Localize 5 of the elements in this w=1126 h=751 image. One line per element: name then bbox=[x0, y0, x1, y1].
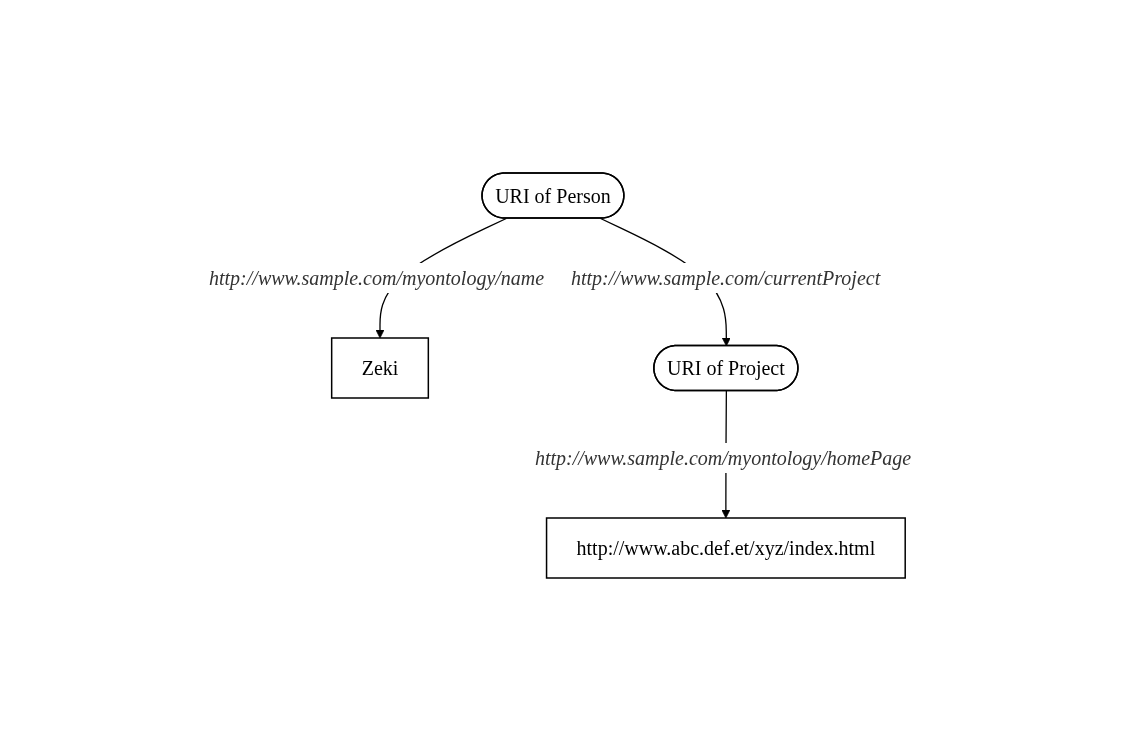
edge-label: http://www.sample.com/myontology/name bbox=[209, 267, 545, 289]
node-box: Zeki bbox=[331, 337, 430, 399]
node-box: http://www.abc.def.et/xyz/index.html bbox=[545, 517, 906, 579]
edge-label: http://www.sample.com/myontology/homePage bbox=[534, 447, 912, 469]
edge-label: http://www.sample.com/currentProject bbox=[571, 267, 881, 289]
